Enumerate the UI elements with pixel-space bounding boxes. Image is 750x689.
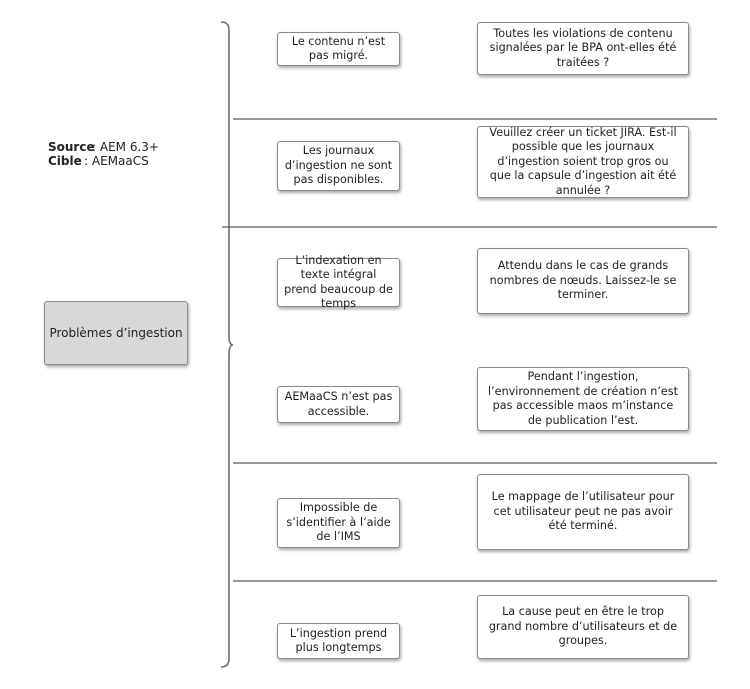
root-node: Problèmes d’ingestion [44, 301, 188, 365]
issue-box: Le contenu n’est pas migré. [277, 32, 400, 66]
answer-box: Le mappage de l’utilisateur pour cet uti… [477, 474, 689, 550]
answer-box: La cause peut en être le trop grand nomb… [477, 595, 689, 659]
issue-box: AEMaaCS n’est pas accessible. [277, 386, 400, 423]
issue-text: Le contenu n’est pas migré. [291, 34, 386, 63]
issue-box: Les journaux d’ingestion ne sont pas dis… [277, 141, 400, 191]
answer-text: Le mappage de l’utilisateur pour cet uti… [491, 490, 675, 533]
answer-text: La cause peut en être le trop grand nomb… [488, 605, 678, 648]
target-label: Cible [48, 154, 82, 168]
root-node-label: Problèmes d’ingestion [49, 326, 183, 340]
answer-text: Veuillez créer un ticket JIRA. Est-il po… [489, 125, 677, 197]
issue-box: Impossible de s’identifier à l’aide de l… [277, 498, 400, 548]
target-row: Cible: AEMaaCS [48, 154, 159, 168]
answer-text: Pendant l’ingestion, l’environnement de … [488, 370, 678, 427]
source-target-info: Source: AEM 6.3+ Cible: AEMaaCS [48, 140, 159, 168]
answer-box: Toutes les violations de contenu signalé… [477, 22, 689, 75]
brace [220, 21, 234, 668]
source-value: : AEM 6.3+ [92, 140, 159, 154]
answer-box: Veuillez créer un ticket JIRA. Est-il po… [477, 126, 689, 198]
issue-box: L’indexation en texte intégral prend bea… [277, 254, 400, 310]
answer-text: Toutes les violations de contenu signalé… [489, 26, 677, 69]
issue-text: L’indexation en texte intégral prend bea… [284, 253, 393, 311]
issue-text: Les journaux d’ingestion ne sont pas dis… [284, 144, 393, 187]
issue-text: Impossible de s’identifier à l’aide de l… [286, 501, 391, 544]
issue-text: AEMaaCS n’est pas accessible. [284, 390, 393, 418]
source-label: Source [48, 140, 95, 154]
answer-box: Pendant l’ingestion, l’environnement de … [477, 367, 689, 431]
answer-text: Attendu dans le cas de grands nombres de… [489, 259, 677, 302]
issue-text: L’ingestion prend plus longtemps [289, 626, 388, 655]
answer-box: Attendu dans le cas de grands nombres de… [477, 248, 689, 314]
source-row: Source: AEM 6.3+ [48, 140, 159, 154]
target-value: : AEMaaCS [84, 154, 149, 168]
issue-box: L’ingestion prend plus longtemps [277, 623, 400, 659]
